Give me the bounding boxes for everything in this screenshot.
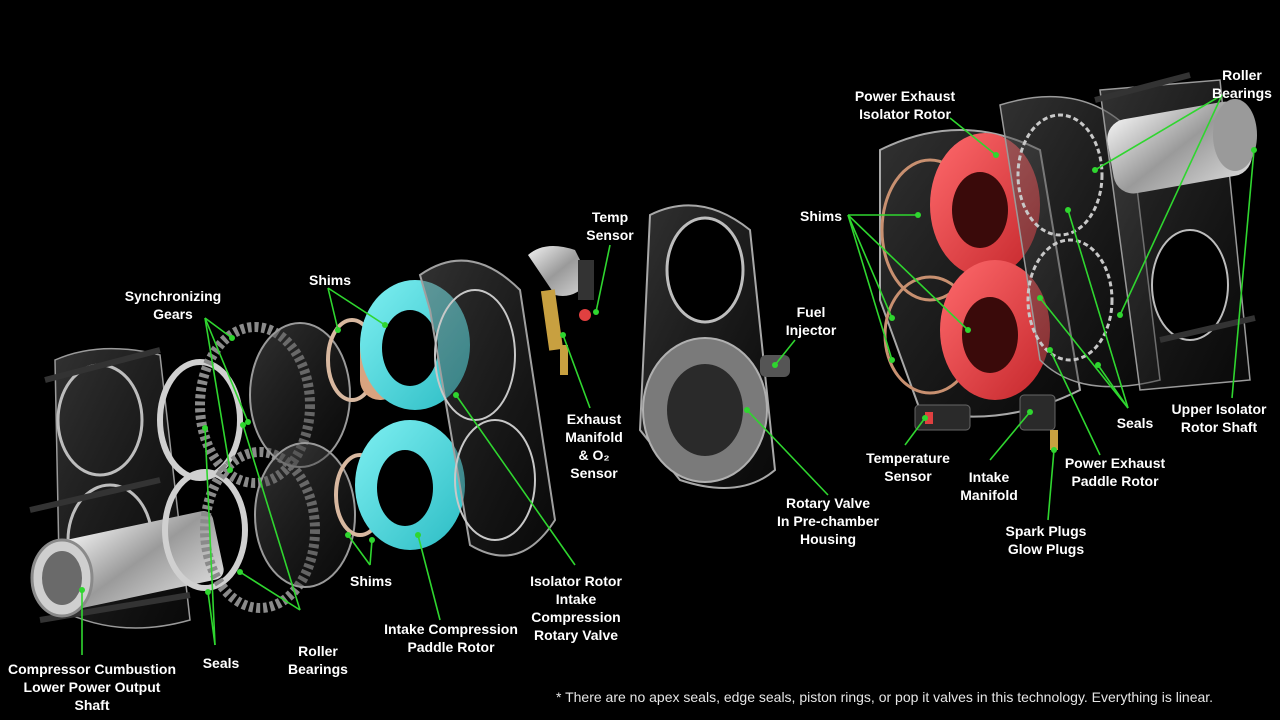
label-power-exhaust-paddle: Power Exhaust Paddle Rotor bbox=[1064, 455, 1166, 489]
callout-dots bbox=[79, 147, 1257, 595]
label-exhaust-manifold: Exhaust Manifold & O₂ Sensor bbox=[565, 411, 623, 481]
label-upper-isolator-shaft: Upper Isolator Rotor Shaft bbox=[1171, 401, 1267, 435]
label-spark-plugs: Spark Plugs Glow Plugs bbox=[1005, 523, 1087, 557]
callout-lines bbox=[81, 94, 1255, 655]
label-seals-left: Seals bbox=[202, 655, 240, 671]
label-intake-manifold: Intake Manifold bbox=[960, 469, 1018, 503]
label-shims-bottom-left: Shims bbox=[349, 573, 392, 589]
label-power-exhaust-isolator: Power Exhaust Isolator Rotor bbox=[854, 88, 956, 122]
intake-manifold-plugs bbox=[914, 394, 1058, 450]
label-seals-right: Seals bbox=[1116, 415, 1154, 431]
label-isolator-rotor: Isolator Rotor Intake Compression Rotary… bbox=[530, 573, 622, 643]
label-compressor-shaft: Compressor Cumbustion Lower Power Output… bbox=[7, 661, 176, 713]
isolator-housing bbox=[418, 259, 557, 557]
exhaust-manifold-sensor bbox=[528, 246, 594, 375]
label-roller-bearings-right: Roller Bearings bbox=[1212, 67, 1272, 101]
upper-isolator-assembly bbox=[999, 72, 1257, 391]
label-sync-gears: Synchronizing Gears bbox=[124, 288, 222, 322]
label-roller-bearings-left: Roller Bearings bbox=[288, 643, 348, 677]
footnote: * There are no apex seals, edge seals, p… bbox=[556, 689, 1214, 705]
label-shims-top-left: Shims bbox=[308, 272, 351, 288]
prechamber-housing bbox=[638, 204, 790, 489]
label-temp-sensor: Temp Sensor bbox=[586, 209, 634, 243]
label-temperature-sensor: Temperature Sensor bbox=[866, 450, 950, 484]
label-fuel-injector: Fuel Injector bbox=[785, 304, 837, 338]
label-rotary-valve: Rotary Valve In Pre-chamber Housing bbox=[777, 495, 879, 547]
output-shaft bbox=[30, 510, 224, 618]
label-intake-paddle-rotor: Intake Compression Paddle Rotor bbox=[384, 621, 518, 655]
label-shims-right: Shims bbox=[799, 208, 842, 224]
sync-gears-bearings bbox=[157, 322, 356, 613]
